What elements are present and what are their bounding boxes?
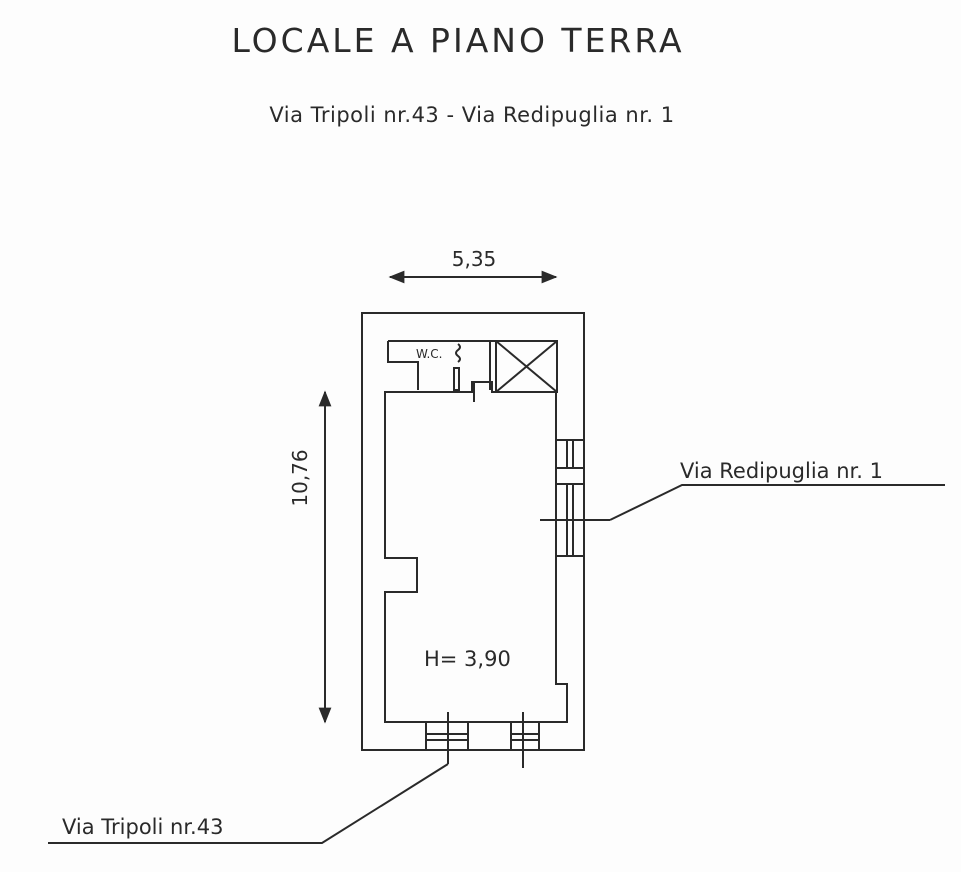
street-callout-east: Via Redipuglia nr. 1 (609, 459, 945, 521)
length-dimension-value: 10,76 (288, 449, 312, 506)
ceiling-height-label: H= 3,90 (424, 647, 511, 671)
south-street-label: Via Tripoli nr.43 (62, 815, 223, 839)
south-windows (425, 712, 540, 768)
shaft-cross-2 (495, 340, 558, 393)
inner-wall (384, 381, 568, 723)
south-window-2 (510, 721, 540, 751)
wc-fixture-symbol (455, 343, 461, 363)
building-outline (361, 312, 585, 751)
width-dimension-value: 5,35 (452, 247, 497, 271)
south-callout-leader (48, 763, 449, 844)
drawing-subtitle: Via Tripoli nr.43 - Via Redipuglia nr. 1 (269, 103, 674, 127)
wc-door (453, 367, 460, 391)
length-dimension: 10,76 (288, 390, 332, 724)
width-dimension: 5,35 (388, 247, 558, 284)
drawing-title: LOCALE A PIANO TERRA (231, 21, 684, 60)
wc-label: W.C. (416, 347, 443, 361)
street-callout-south: Via Tripoli nr.43 (48, 763, 449, 844)
outer-wall (361, 312, 585, 751)
shaft-box (495, 340, 558, 393)
east-callout-leader (609, 484, 945, 521)
east-windows (540, 439, 610, 557)
east-street-label: Via Redipuglia nr. 1 (680, 459, 883, 483)
east-window-1 (555, 439, 585, 469)
